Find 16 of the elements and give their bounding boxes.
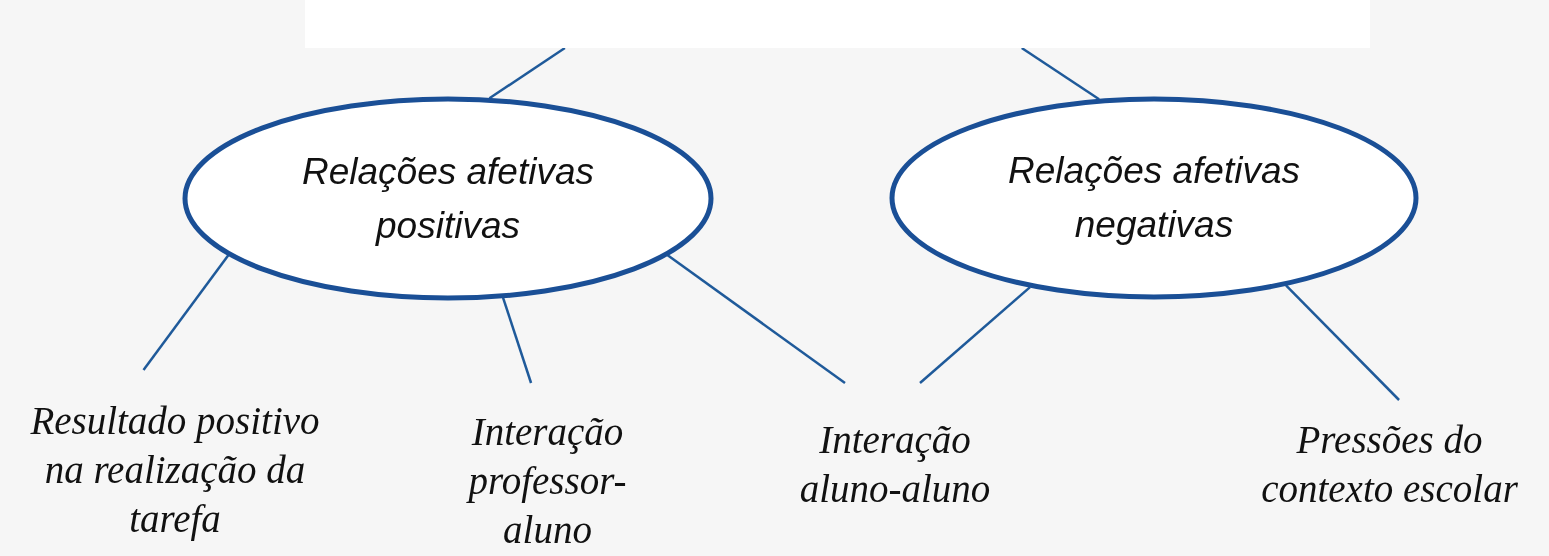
ellipse-node — [183, 97, 713, 300]
node-label: Interação aluno-aluno — [798, 417, 992, 513]
node-label: Relações afetivas negativas — [1006, 149, 1301, 247]
connector-line — [919, 286, 1031, 384]
connector-line — [666, 254, 846, 384]
node-label: Pressões do contexto escolar — [1260, 417, 1519, 513]
connector-line — [501, 297, 533, 384]
connector-line — [142, 254, 230, 371]
title-box — [305, 0, 1370, 48]
node-label: Relações afetivas positivas — [300, 149, 595, 248]
ellipse-node — [890, 97, 1418, 299]
node-label: Resultado positivo na realização da tarefa — [29, 398, 321, 543]
node-label: Interação professor-aluno — [465, 409, 628, 554]
connector-line — [1021, 46, 1100, 101]
connector-line — [1285, 284, 1400, 401]
connector-line — [488, 46, 566, 100]
